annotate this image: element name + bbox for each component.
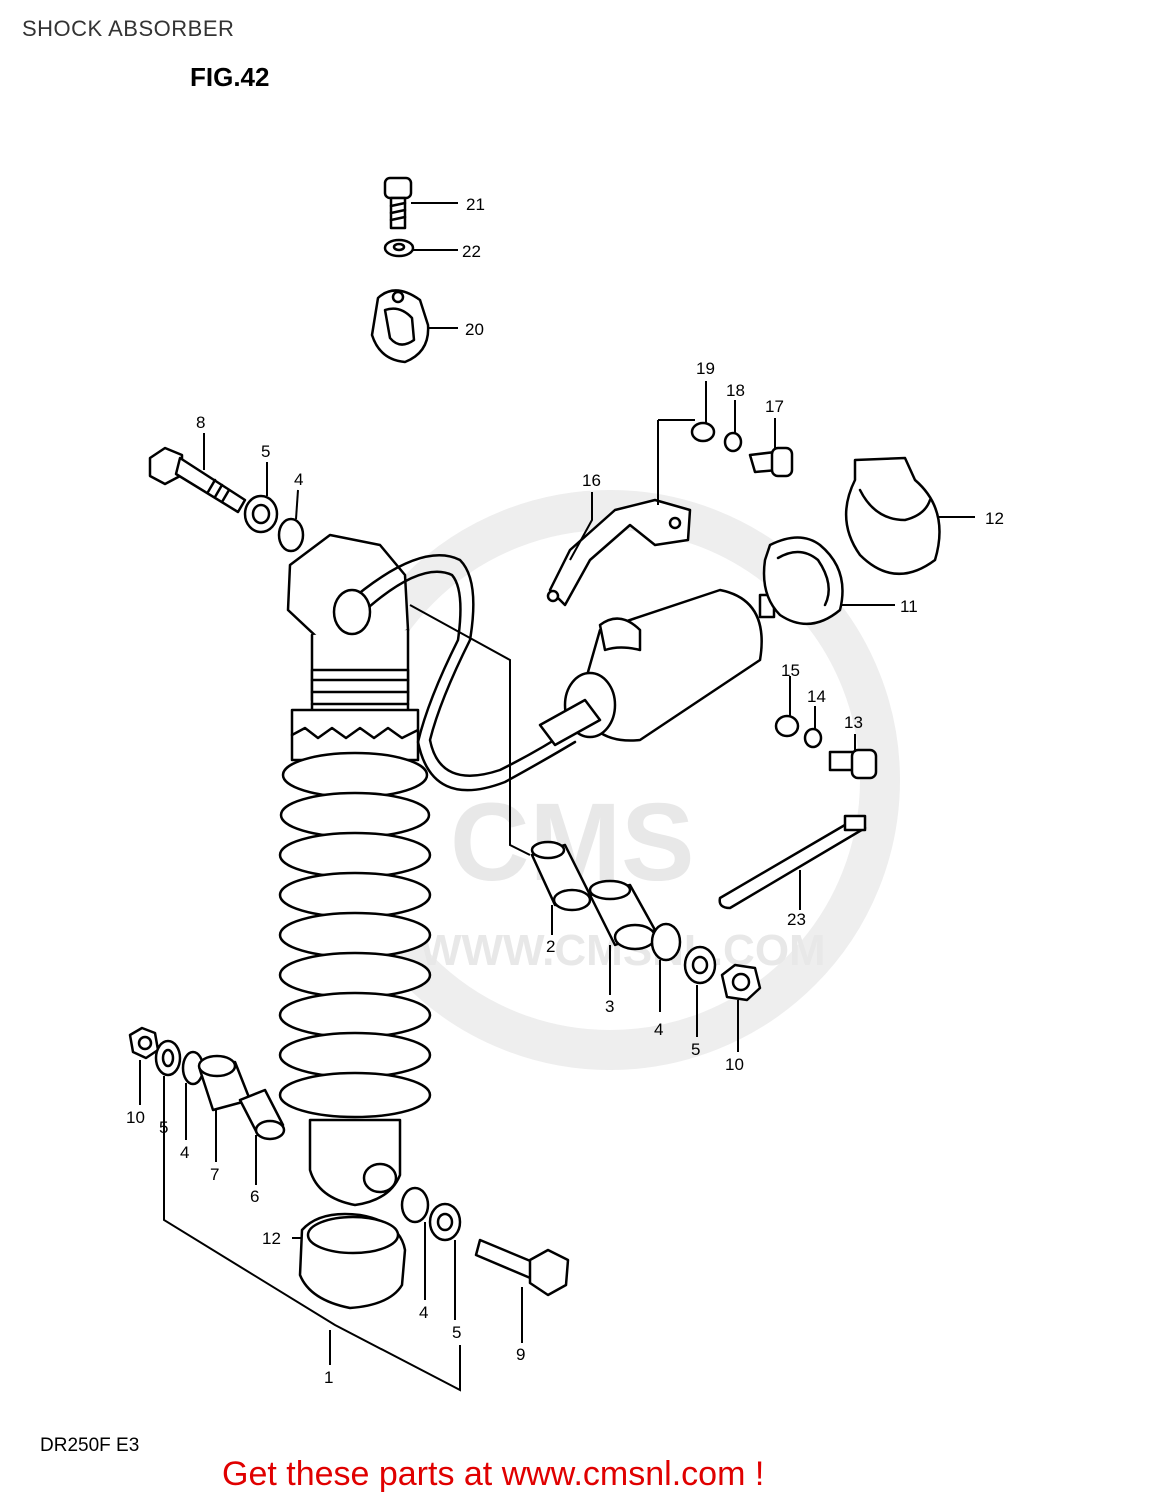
callout-12-upper: 12 <box>985 509 1004 528</box>
callout-7: 7 <box>210 1165 219 1184</box>
callout-5-upper: 5 <box>261 442 270 461</box>
callout-4-upper: 4 <box>294 470 303 489</box>
callout-4-right: 4 <box>654 1020 663 1039</box>
callout-17: 17 <box>765 397 784 416</box>
callout-8: 8 <box>196 413 205 432</box>
washer-5-lower <box>428 1202 462 1242</box>
model-label: DR250F E3 <box>40 1435 140 1456</box>
clamp-band-12-upper <box>844 456 941 575</box>
page-title: SHOCK ABSORBER <box>22 16 235 41</box>
washer-5-upper <box>243 494 279 534</box>
callout-1: 1 <box>324 1368 333 1387</box>
callout-22: 22 <box>462 242 481 261</box>
bolt-8 <box>148 446 247 514</box>
callout-11: 11 <box>900 597 918 616</box>
o-ring-4-right <box>650 922 682 962</box>
callout-13: 13 <box>844 713 863 732</box>
callout-6: 6 <box>250 1187 259 1206</box>
callout-4-left: 4 <box>180 1143 189 1162</box>
nut-10-left <box>128 1026 160 1060</box>
callout-labels: 21 22 20 8 5 4 19 18 17 16 12 11 15 14 1… <box>126 195 1004 1387</box>
callout-23: 23 <box>787 910 806 929</box>
callout-15: 15 <box>781 661 800 680</box>
washer-5-right <box>683 945 717 985</box>
collar-6 <box>238 1088 286 1141</box>
washer-5-left <box>154 1039 182 1077</box>
callout-9: 9 <box>516 1345 525 1364</box>
nut-10-right <box>720 963 762 1002</box>
o-ring-4-upper <box>277 517 305 553</box>
washer-15 <box>774 714 800 738</box>
o-ring-4-lower <box>400 1186 430 1224</box>
bolt-13 <box>828 748 878 780</box>
reservoir-tank <box>538 588 776 747</box>
clamp-11 <box>762 536 844 626</box>
callout-20: 20 <box>465 320 484 339</box>
bolt-21 <box>383 176 413 230</box>
callout-12-lower: 12 <box>262 1229 281 1248</box>
callout-2: 2 <box>546 937 555 956</box>
lower-cover-12 <box>298 1212 407 1310</box>
callout-19: 19 <box>696 359 715 378</box>
washer-14 <box>803 727 823 749</box>
shock-absorber-body <box>278 533 432 1207</box>
callout-18: 18 <box>726 381 745 400</box>
callout-10-left: 10 <box>126 1108 145 1127</box>
callout-5-right: 5 <box>691 1040 700 1059</box>
callout-10-right: 10 <box>725 1055 744 1074</box>
cta-link[interactable]: Get these parts at www.cmsnl.com ! <box>222 1455 765 1493</box>
callout-14: 14 <box>807 687 826 706</box>
callout-4-lower: 4 <box>419 1303 428 1322</box>
callout-21: 21 <box>466 195 485 214</box>
washer-18 <box>723 431 743 453</box>
bracket-16 <box>546 498 692 607</box>
callout-5-lower: 5 <box>452 1323 461 1342</box>
reservoir-hose <box>343 554 572 777</box>
bolt-9 <box>474 1238 570 1297</box>
cable-tie-23 <box>718 814 867 910</box>
washer-22 <box>383 238 415 258</box>
callout-5-left: 5 <box>159 1118 168 1137</box>
clamp-20 <box>370 289 430 364</box>
leader-lines <box>139 202 975 1392</box>
callout-3: 3 <box>605 997 614 1016</box>
washer-19 <box>690 421 716 443</box>
figure-label: FIG.42 <box>190 62 270 92</box>
bolt-17 <box>748 446 794 478</box>
callout-16: 16 <box>582 471 601 490</box>
